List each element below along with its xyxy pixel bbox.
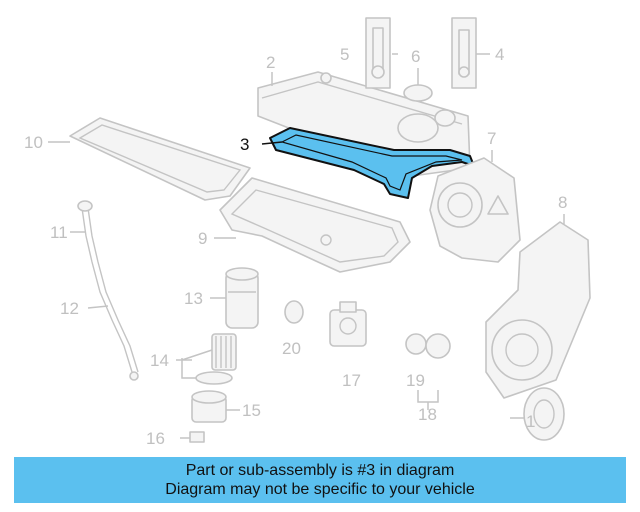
callout-18: 18 [418,405,437,424]
callout-7: 7 [487,129,496,148]
part-6-oil-filler-cap[interactable] [403,68,433,102]
callout-12: 12 [60,299,79,318]
callout-5: 5 [340,45,349,64]
part-14-oil-filter[interactable] [195,333,237,385]
part-8-lower-timing-cover[interactable] [485,221,591,399]
part-5-bolt-grommet[interactable] [365,17,391,89]
leader-lines [48,53,565,439]
part-11-12-dipstick[interactable] [77,200,139,381]
part-13-oil-filter-adapter[interactable] [225,267,259,329]
callout-17: 17 [342,371,361,390]
part-18-19-seals[interactable] [405,333,451,359]
part-4-stud[interactable] [451,17,477,89]
callout-16: 16 [146,429,165,448]
part-20-o-ring[interactable] [284,300,304,324]
callout-4: 4 [495,45,504,64]
part-17-bracket[interactable] [329,301,367,347]
callout-19: 19 [406,371,425,390]
callout-2: 2 [266,53,275,72]
callout-15: 15 [242,401,261,420]
callout-numbers: 1 2 3 4 5 6 7 8 9 10 11 12 13 14 15 16 1… [24,45,567,448]
callout-10: 10 [24,133,43,152]
callout-11: 11 [50,223,68,242]
callout-14: 14 [150,351,169,370]
caption-line-1: Part or sub-assembly is #3 in diagram [185,462,455,479]
callout-1: 1 [526,412,535,431]
part-7-timing-housing[interactable] [429,157,521,263]
callout-9: 9 [198,229,207,248]
callout-6: 6 [411,47,420,66]
part-3-valve-cover-gasket[interactable] [269,127,475,199]
callout-20: 20 [282,339,301,358]
part-15-filter-cap[interactable] [191,390,227,423]
part-16-bolt[interactable] [189,431,205,443]
callout-3: 3 [240,135,249,154]
callout-13: 13 [184,289,203,308]
diagram-caption-banner: Part or sub-assembly is #3 in diagram Di… [14,457,626,503]
part-10-oil-pan-gasket[interactable] [69,117,251,201]
callout-8: 8 [558,193,567,212]
part-9-oil-pan[interactable] [219,177,411,273]
part-1-crank-pulley[interactable] [523,387,565,441]
caption-line-2: Diagram may not be specific to your vehi… [165,481,475,498]
